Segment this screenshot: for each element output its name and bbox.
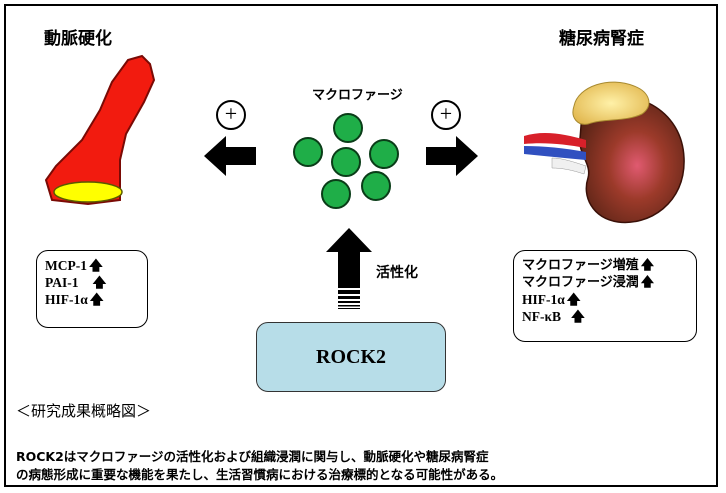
macrophage-cell — [361, 171, 391, 201]
macrophage-cluster — [293, 113, 399, 209]
macrophage-cell — [369, 139, 399, 169]
atherosclerosis-marker-box: MCP-1🡅 PAI-1🡅 HIF-1α🡅 — [36, 250, 148, 328]
arrow-right-icon — [426, 136, 478, 176]
marker-label: HIF-1α — [522, 292, 565, 307]
marker-label: マクロファージ増殖 — [522, 258, 639, 273]
marker-row: MCP-1🡅 — [45, 257, 139, 274]
marker-label: HIF-1α — [45, 292, 88, 307]
marker-label: NF-κB — [522, 309, 561, 324]
kidney-illustration — [524, 81, 685, 224]
up-arrow-icon: 🡅 — [571, 309, 585, 324]
artery-illustration — [44, 54, 156, 206]
macrophage-title: マクロファージ — [312, 88, 403, 103]
marker-row: マクロファージ増殖🡅 — [522, 257, 688, 274]
plus-circle-right: + — [431, 100, 461, 130]
marker-row: マクロファージ浸潤🡅 — [522, 274, 688, 291]
plus-circle-left: + — [216, 100, 246, 130]
up-arrow-icon: 🡅 — [92, 275, 107, 290]
macrophage-cell — [331, 147, 361, 177]
macrophage-cell — [293, 137, 323, 167]
marker-row: HIF-1α🡅 — [522, 291, 688, 308]
nephropathy-marker-box: マクロファージ増殖🡅 マクロファージ浸潤🡅 HIF-1α🡅 NF-κB🡅 — [513, 250, 697, 342]
marker-label: MCP-1 — [45, 258, 87, 273]
activation-arrow-icon — [326, 228, 372, 309]
caption-line-2: の病態形成に重要な機能を果たし、生活習慣病における治療標的となる可能性がある。 — [16, 467, 504, 482]
rock2-box: ROCK2 — [256, 322, 446, 392]
up-arrow-icon: 🡅 — [89, 292, 104, 307]
caption-heading: ＜研究成果概略図＞ — [16, 402, 152, 420]
marker-row: HIF-1α🡅 — [45, 291, 139, 308]
atherosclerosis-title: 動脈硬化 — [44, 29, 112, 49]
marker-row: NF-κB 🡅 — [522, 308, 688, 325]
rock2-label: ROCK2 — [316, 345, 386, 368]
activation-label: 活性化 — [376, 265, 418, 281]
up-arrow-icon: 🡅 — [566, 292, 581, 307]
macrophage-cell — [333, 113, 363, 143]
arrow-left-icon — [204, 136, 256, 176]
diabetic-nephropathy-title: 糖尿病腎症 — [559, 29, 644, 49]
up-arrow-icon: 🡅 — [640, 258, 655, 273]
marker-row: PAI-1 🡅 — [45, 274, 139, 291]
marker-label: PAI-1 — [45, 275, 79, 290]
marker-label: マクロファージ浸潤 — [522, 275, 639, 290]
caption-line-1: ROCK2はマクロファージの活性化および組織浸潤に関与し、動脈硬化や糖尿病腎症 — [16, 449, 489, 464]
up-arrow-icon: 🡅 — [88, 258, 103, 273]
macrophage-cell — [321, 179, 351, 209]
up-arrow-icon: 🡅 — [640, 275, 655, 290]
